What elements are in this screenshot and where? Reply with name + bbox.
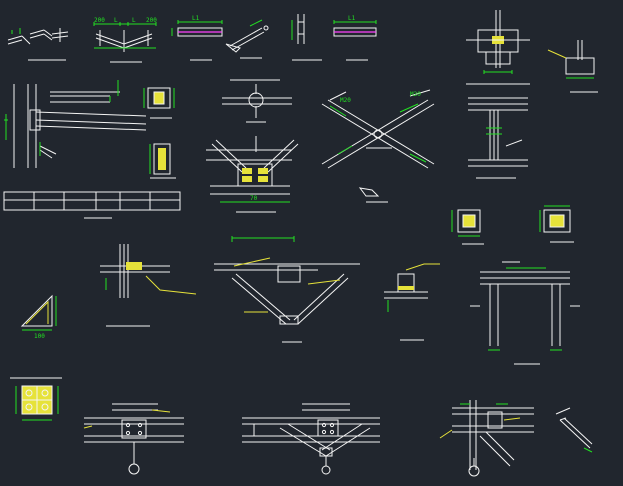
detail-beam-longitudinal (3, 191, 181, 219)
detail-beam-splice-1 (7, 28, 69, 61)
dim-label: 100 (34, 333, 45, 340)
detail-portal-frame (470, 261, 580, 365)
detail-truss-connection (214, 236, 360, 343)
detail-column-base-1 (466, 10, 530, 85)
dim-label: L1 (348, 15, 356, 22)
dim-label: L (114, 17, 118, 24)
detail-pipe-joint (222, 79, 292, 123)
detail-base-plate-small (547, 40, 598, 93)
detail-bracket-section (384, 263, 440, 341)
dim-label: L1 (192, 15, 200, 22)
detail-column-cap (100, 244, 197, 327)
svg-text:M20: M20 (410, 91, 421, 98)
dim-label: 200 (94, 17, 105, 24)
detail-beam-bolted-2 (242, 403, 380, 475)
detail-beam-splice-2: 200 L L 200 (93, 17, 157, 63)
detail-box-column-2 (539, 205, 574, 243)
detail-section-box (143, 87, 176, 179)
detail-angle-brace (555, 407, 593, 453)
detail-beam-bolted-1 (83, 403, 184, 475)
detail-column-elevation-right (468, 97, 528, 179)
detail-brace-end (225, 19, 269, 59)
detail-plate-1: L1 (171, 15, 223, 61)
svg-text:M20: M20 (340, 97, 351, 104)
dim-label: 200 (146, 17, 157, 24)
detail-x-brace-plan: M20 M20 (321, 89, 435, 203)
svg-text:70: 70 (250, 195, 258, 202)
detail-gusset-plan: 70 (206, 136, 299, 213)
detail-gusset-triangle: 100 (20, 294, 57, 340)
detail-column-section (291, 14, 322, 61)
detail-beam-column-elevation (4, 80, 147, 168)
dim-label: L (132, 17, 136, 24)
detail-box-column-1 (451, 209, 484, 245)
detail-anchor-plate (10, 377, 62, 421)
detail-plate-2: L1 (333, 15, 377, 61)
detail-beam-bolted-3 (439, 400, 534, 477)
